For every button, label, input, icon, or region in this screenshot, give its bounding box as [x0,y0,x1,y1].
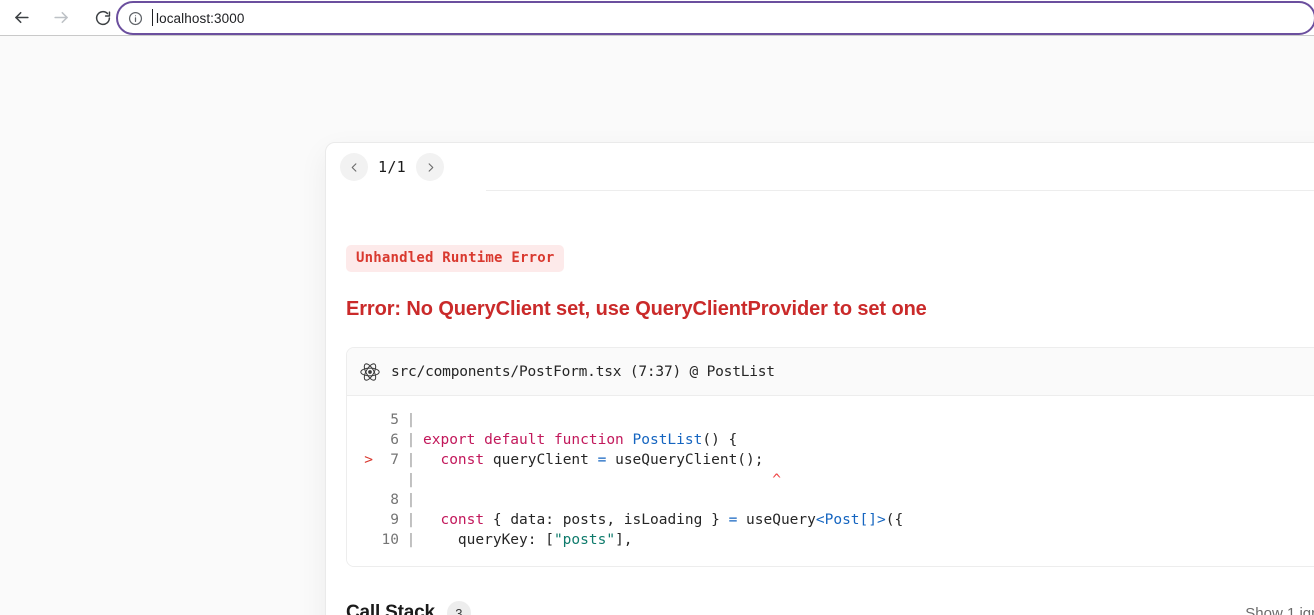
chevron-left-icon [351,162,356,172]
previous-error-button[interactable] [340,153,368,181]
code-frame-lines: 5|6|export default function PostList() {… [347,396,1314,566]
code-line: 5| [347,410,1314,430]
code-gutter-pipe: | [406,532,416,548]
code-gutter-pipe: | [406,412,416,428]
address-input-text[interactable]: localhost:3000 [151,8,245,26]
info-circle-icon[interactable] [126,9,144,27]
arrow-right-icon [53,11,68,24]
error-type-badge: Unhandled Runtime Error [346,245,565,272]
code-line-content: const queryClient = useQueryClient(); [440,452,764,468]
code-frame-path: src/components/PostForm.tsx (7:37) @ Pos… [391,363,775,380]
code-gutter-pipe: | [406,492,416,508]
error-page-counter: 1/1 [378,158,406,176]
error-message: Error: No QueryClient set, use QueryClie… [346,298,927,320]
code-line-content: const { data: posts, isLoading } = useQu… [440,512,904,528]
tab-divider [486,190,1314,191]
code-line: 6 | export default function PostList() { [347,430,1314,450]
forward-button[interactable] [46,3,76,33]
code-error-marker: > [364,452,373,468]
code-line: >7 | const queryClient = useQueryClient()… [347,450,1314,470]
call-stack-title: Call Stack [346,602,435,615]
code-line-number: 10 [381,532,399,548]
nextjs-error-overlay: 1/1 Unhandled Runtime Error Error: No Qu… [325,142,1314,615]
browser-chrome: localhost:3000 [0,0,1314,36]
code-line-content: ^ [423,470,781,490]
code-line-number: 9 [390,512,399,528]
back-button[interactable] [6,3,36,33]
error-overlay-body: Unhandled Runtime Error Error: No QueryC… [326,191,1314,615]
code-line-number: 8 [390,492,399,508]
code-line: 9 | const { data: posts, isLoading } = us… [347,510,1314,530]
code-line-content: export default function PostList() { [423,432,738,448]
code-line: 8| [347,490,1314,510]
code-line: 10 | queryKey: ["posts"], [347,530,1314,550]
error-pagination-tab: 1/1 [326,143,484,191]
call-stack-count-badge: 3 [446,601,471,615]
arrow-left-icon [14,11,29,24]
react-logo-icon [360,362,380,381]
app-viewport: 1/1 Unhandled Runtime Error Error: No Qu… [0,36,1314,615]
call-stack-section: Call Stack 3 Show 1 ignored frame [346,601,1314,615]
code-line-number: 5 [390,412,399,428]
next-error-button[interactable] [416,153,444,181]
reload-icon [95,10,111,25]
code-frame: src/components/PostForm.tsx (7:37) @ Pos… [346,347,1314,567]
chevron-right-icon [428,162,433,172]
code-frame-header[interactable]: src/components/PostForm.tsx (7:37) @ Pos… [347,348,1314,396]
code-gutter-pipe: | [406,432,416,448]
code-gutter-pipe: | [406,472,416,488]
code-line-content: queryKey: ["posts"], [423,532,633,548]
code-line-number: 6 [390,432,399,448]
code-gutter-pipe: | [406,512,416,528]
address-bar[interactable]: localhost:3000 [116,1,1314,35]
show-ignored-frames-button[interactable]: Show 1 ignored frame [1245,605,1314,615]
code-line: | ^ [347,470,1314,490]
reload-button[interactable] [88,3,118,33]
code-error-caret: ^ [772,472,781,488]
code-gutter-pipe: | [406,452,416,468]
code-line-number: 7 [390,452,399,468]
